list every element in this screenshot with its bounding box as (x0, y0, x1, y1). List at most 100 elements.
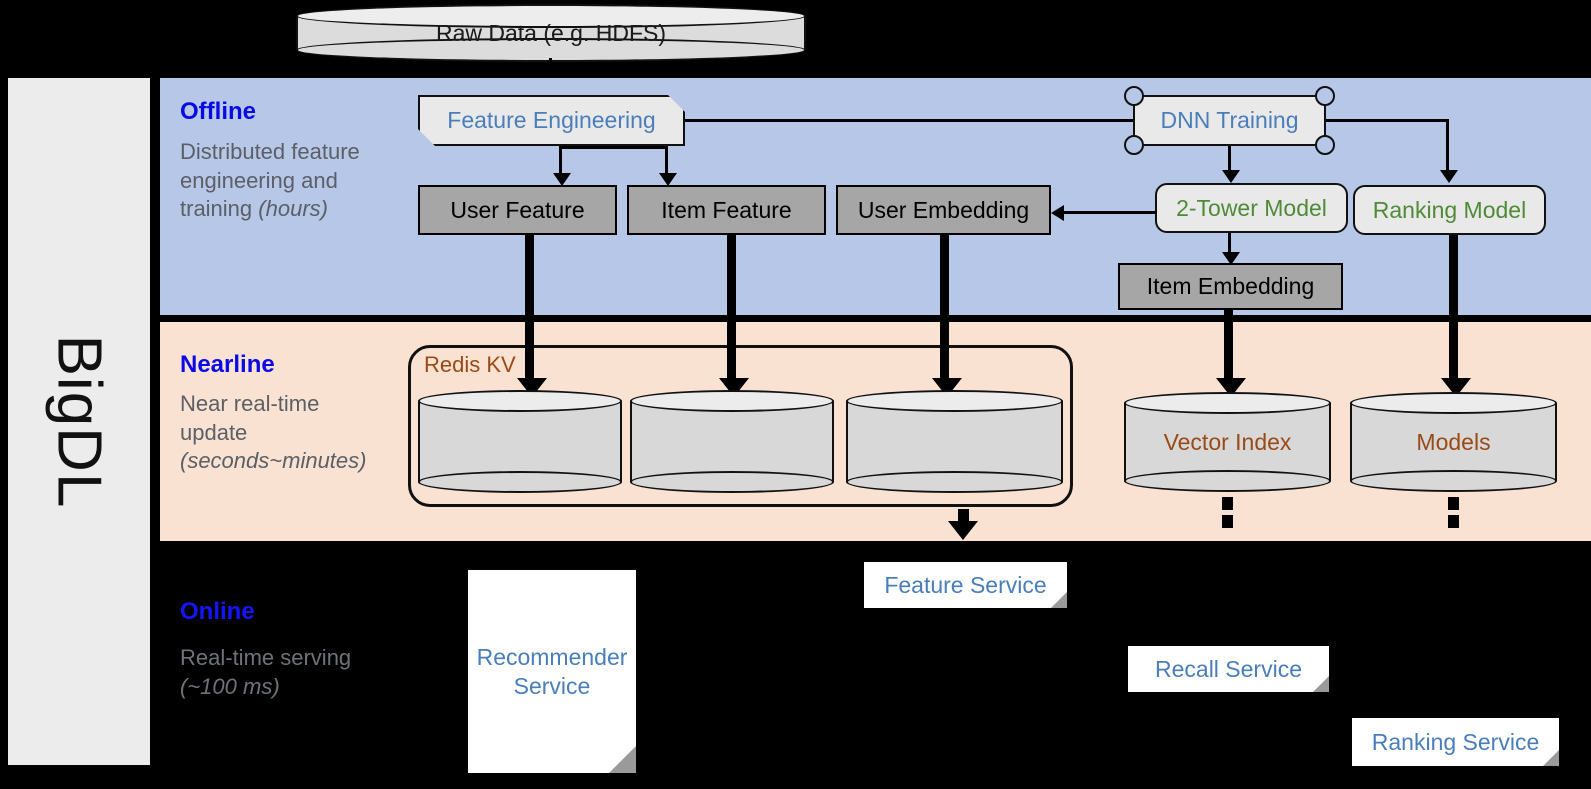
connector-userembedding-redis (940, 235, 949, 388)
node-dnn-training-label: DNN Training (1160, 107, 1299, 133)
cylinder-top (296, 4, 806, 28)
node-recommender-service-label: Recommender Service (476, 643, 628, 699)
arrowhead-dnn-ranking (1440, 170, 1458, 183)
cylinder-bottom (630, 471, 834, 493)
node-user-feature[interactable]: User Feature (418, 185, 617, 235)
band-offline-subtitle: Distributed feature engineering and trai… (180, 138, 385, 224)
node-user-embedding-label: User Embedding (857, 196, 1030, 223)
band-online-subtitle-em: (~100 ms) (180, 673, 280, 699)
node-two-tower-model[interactable]: 2-Tower Model (1155, 183, 1348, 233)
cylinder-top (630, 390, 834, 412)
cylinder-models-label: Models (1416, 428, 1491, 455)
cylinder-vector-index: Vector Index (1124, 392, 1331, 492)
cylinder-top (846, 390, 1063, 412)
notch-tl (1124, 86, 1144, 106)
band-nearline-subtitle: Near real-time update (seconds~minutes) (180, 390, 385, 476)
raw-data-label: Raw Data (e.g. HDFS) (435, 19, 667, 46)
connector-rankingmodel-models (1449, 235, 1458, 388)
node-feature-service[interactable]: Feature Service (864, 562, 1067, 608)
page-fold-icon (609, 746, 636, 773)
dash-vectorindex-2 (1222, 515, 1233, 528)
dash-redis-featureservice (958, 509, 969, 522)
node-dnn-training[interactable]: DNN Training (1124, 86, 1335, 155)
dash-models-1 (1448, 497, 1459, 510)
notch-bl (1124, 135, 1144, 155)
cylinder-body (630, 401, 834, 482)
cylinder-user-feature-store (418, 390, 622, 493)
node-item-feature-label: Item Feature (661, 196, 792, 223)
node-dnn-training-body: DNN Training (1133, 95, 1326, 146)
connector-twotower-itemembedding (1228, 233, 1231, 258)
node-item-feature[interactable]: Item Feature (627, 185, 826, 235)
node-user-feature-label: User Feature (450, 196, 585, 223)
node-recommender-service[interactable]: Recommender Service (468, 570, 636, 773)
band-online-title: Online (180, 598, 255, 625)
notch-br (1315, 135, 1335, 155)
connector-twotower-userembedding (1064, 211, 1157, 214)
arrowhead-dnn-twotower (1222, 170, 1240, 183)
connector-fe-dnn (685, 119, 1165, 122)
cylinder-top (1350, 392, 1557, 414)
cylinder-models: Models (1350, 392, 1557, 492)
node-ranking-service[interactable]: Ranking Service (1352, 718, 1559, 766)
connector-fe-itemfeature (665, 146, 668, 178)
dash-vectorindex-1 (1222, 497, 1233, 510)
node-ranking-model-label: Ranking Model (1372, 196, 1527, 223)
band-nearline-subtitle-em: (seconds~minutes) (180, 448, 367, 474)
band-offline-subtitle-text: Distributed feature engineering and trai… (180, 139, 360, 222)
node-ranking-model[interactable]: Ranking Model (1353, 185, 1546, 235)
raw-data-cylinder: Raw Data (e.g. HDFS) (296, 4, 806, 62)
node-user-embedding[interactable]: User Embedding (836, 185, 1051, 235)
cylinder-bottom (1350, 470, 1557, 492)
cylinder-top (1124, 392, 1331, 414)
connector-dnn-twotower (1228, 146, 1231, 174)
band-online-subtitle-text: Real-time serving (180, 645, 352, 670)
group-redis-kv-label: Redis KV (424, 352, 516, 377)
page-fold-icon (1313, 676, 1329, 692)
cylinder-vector-index-label: Vector Index (1163, 428, 1292, 455)
arrowhead-fe-itemfeature (659, 173, 677, 186)
node-two-tower-model-label: 2-Tower Model (1176, 194, 1327, 221)
node-feature-service-label: Feature Service (884, 571, 1047, 598)
connector-fe-branch (559, 146, 668, 149)
dash-models-2 (1448, 515, 1459, 528)
connector-userfeature-redis (525, 235, 534, 388)
connector-dnn-ranking-v (1446, 119, 1449, 174)
cylinder-item-feature-store (630, 390, 834, 493)
node-recall-service-label: Recall Service (1155, 655, 1302, 682)
band-offline-title: Offline (180, 98, 256, 125)
cylinder-user-embedding-store (846, 390, 1063, 493)
group-redis-kv (408, 345, 1073, 507)
cylinder-body (1124, 403, 1331, 481)
arrowhead-redis-featureservice (948, 521, 978, 540)
node-ranking-service-label: Ranking Service (1371, 728, 1540, 755)
node-feature-engineering-label: Feature Engineering (447, 107, 656, 134)
page-fold-icon (1051, 592, 1067, 608)
arrowhead-fe-userfeature (553, 173, 571, 186)
connector-itemembedding-vectorindex (1224, 310, 1233, 388)
arrowhead-twotower-userembedding (1051, 205, 1064, 221)
connector-fe-userfeature (559, 146, 562, 178)
node-recall-service[interactable]: Recall Service (1128, 646, 1329, 692)
cylinder-body (1350, 403, 1557, 481)
node-item-embedding[interactable]: Item Embedding (1118, 263, 1343, 310)
node-feature-engineering[interactable]: Feature Engineering (418, 95, 685, 146)
connector-itemfeature-redis (727, 235, 736, 388)
connector-dnn-ranking-h (1326, 119, 1448, 122)
band-nearline-title: Nearline (180, 351, 275, 378)
cylinder-bottom (846, 471, 1063, 493)
cylinder-body (418, 401, 622, 482)
notch-tr (1315, 86, 1335, 106)
cylinder-top (418, 390, 622, 412)
brand-rail: BigDL (8, 78, 150, 765)
connector-rawdata-fe (549, 58, 552, 78)
band-nearline-subtitle-text: Near real-time update (180, 391, 320, 445)
node-item-embedding-label: Item Embedding (1146, 273, 1315, 300)
arrowhead-twotower-itemembedding (1222, 252, 1240, 265)
cylinder-bottom (1124, 470, 1331, 492)
brand-label: BigDL (44, 334, 114, 509)
page-fold-icon (1543, 750, 1559, 766)
cylinder-bottom (418, 471, 622, 493)
band-online-subtitle: Real-time serving (~100 ms) (180, 644, 385, 701)
